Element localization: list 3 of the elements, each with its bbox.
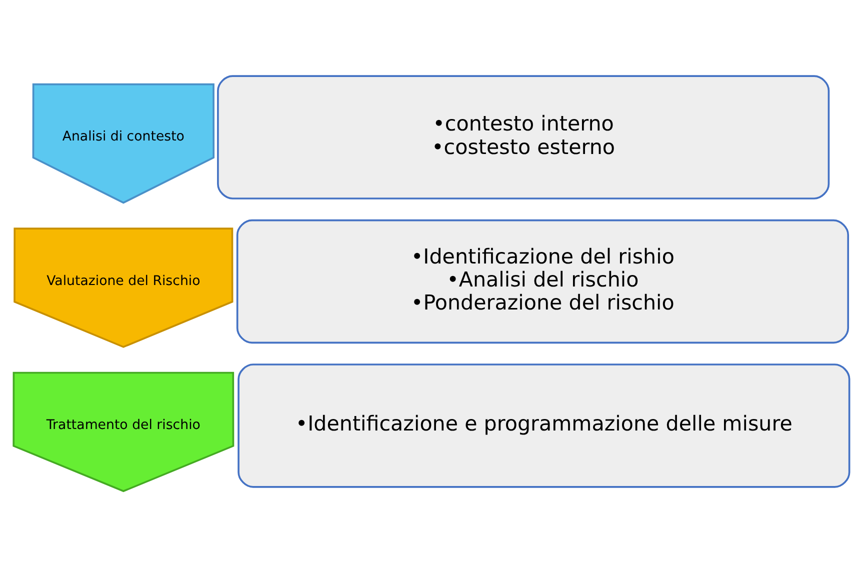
node-box: •contesto interno •costesto esterno — [217, 75, 830, 200]
node-box: •Identificazione del rishio •Analisi del rischio •Ponderazione del rischio — [236, 219, 850, 344]
node-box: •Identificazione e programmazione delle misure — [238, 364, 850, 488]
